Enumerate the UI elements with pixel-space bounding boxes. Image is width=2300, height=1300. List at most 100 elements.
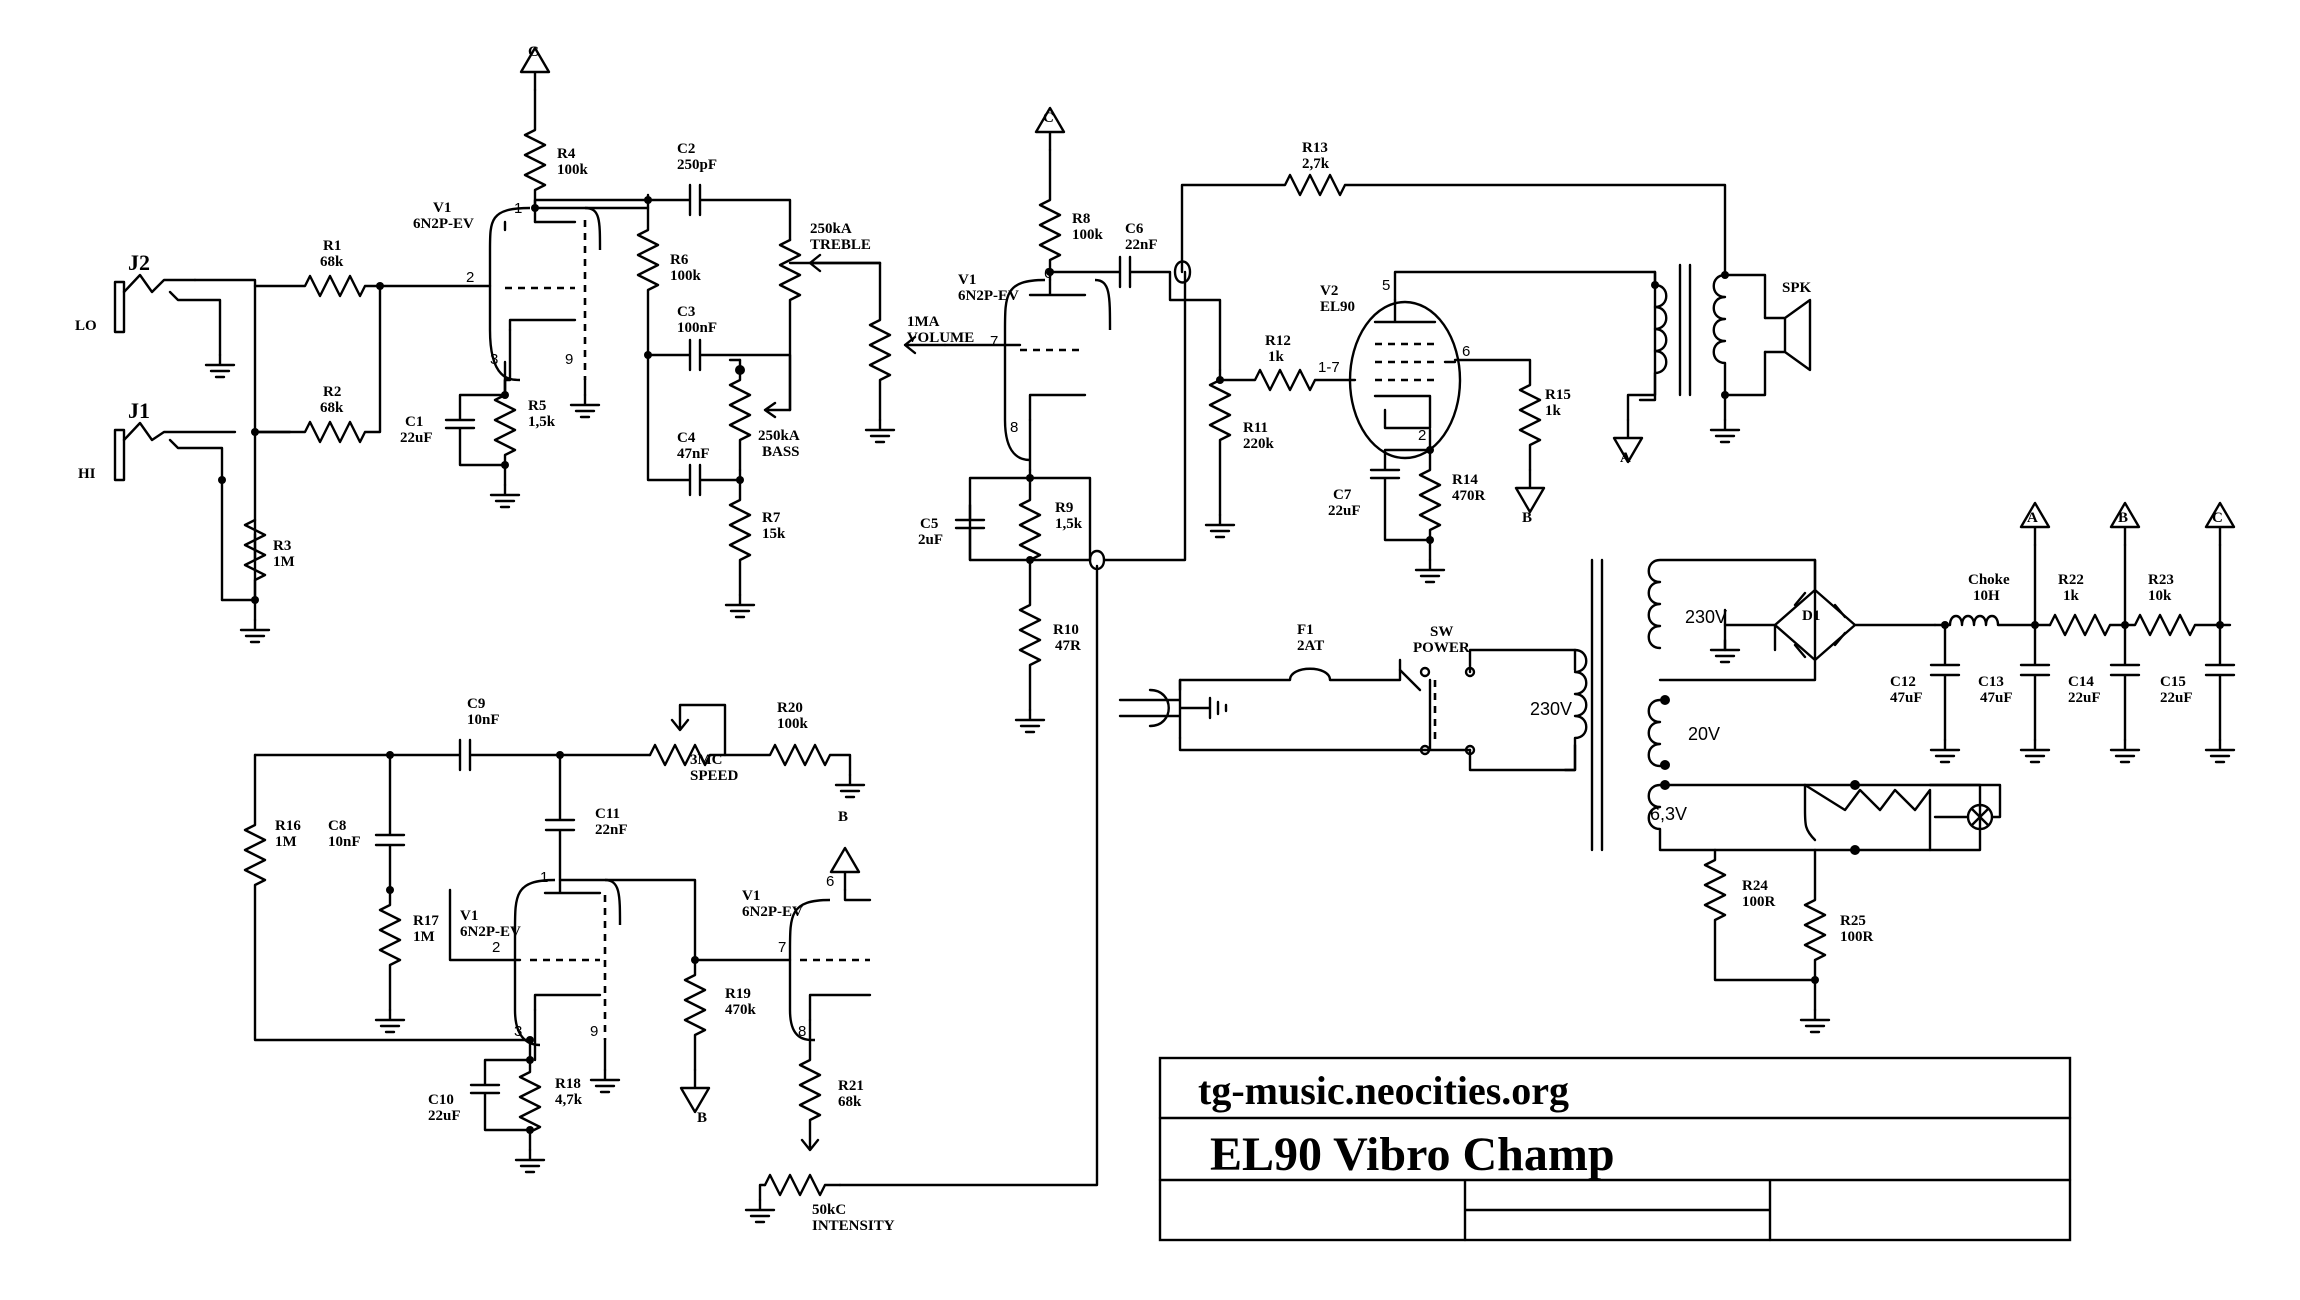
ground-icon <box>1709 638 1741 664</box>
component-label: 1,5k <box>528 414 556 430</box>
pin-label: 7 <box>778 939 786 956</box>
rail-b-icon <box>829 846 861 892</box>
component-label: 1M <box>413 929 435 945</box>
rail-label: B <box>838 809 848 825</box>
pin-label: 2 <box>466 269 474 286</box>
component-label: R2 <box>323 384 341 400</box>
component-label: 22uF <box>2160 690 2193 706</box>
component-label: R5 <box>528 398 546 414</box>
pin-label: 6 <box>1462 343 1470 360</box>
component-label: 6N2P-EV <box>742 904 803 920</box>
component-label: C9 <box>467 696 485 712</box>
ground-icon <box>514 1148 546 1174</box>
pin-label: 1 <box>540 869 548 886</box>
rail-label: A <box>1620 450 1631 466</box>
component-label: 1k <box>1545 403 1562 419</box>
labels: J2 J1 LO HI R1 68k R2 68k R3 1M R4 100k … <box>75 44 2223 1234</box>
jack-label: HI <box>78 466 96 482</box>
component-label: F1 <box>1297 622 1314 638</box>
component-label: R18 <box>555 1076 581 1092</box>
ground-icon <box>204 353 236 379</box>
component-label: POWER <box>1413 640 1470 656</box>
component-label: C1 <box>405 414 423 430</box>
rail-label: C <box>2212 510 2223 526</box>
title-block: tg-music.neocities.org EL90 Vibro Champ <box>1158 1056 2072 1242</box>
pin-label: 3 <box>514 1023 522 1040</box>
component-label: C13 <box>1978 674 2004 690</box>
rail-label: B <box>1522 510 1532 526</box>
component-label: 1M <box>273 554 295 570</box>
component-label: 68k <box>320 400 344 416</box>
component-label: 10H <box>1973 588 2000 604</box>
ground-icon <box>1799 1008 1831 1034</box>
component-label: 6N2P-EV <box>460 924 521 940</box>
component-label: 10nF <box>467 712 500 728</box>
rail-b-icon <box>679 1068 711 1114</box>
component-label: 1k <box>2063 588 2080 604</box>
component-label: 22nF <box>1125 237 1158 253</box>
component-label: 47R <box>1055 638 1081 654</box>
component-label: V2 <box>1320 283 1338 299</box>
ground-icon <box>864 418 896 444</box>
pin-label: 1 <box>514 200 522 217</box>
component-label: C6 <box>1125 221 1144 237</box>
rail-label: A <box>2027 510 2038 526</box>
site-url: tg-music.neocities.org <box>1198 1068 1569 1113</box>
pin-label: 3 <box>490 351 498 368</box>
component-label: 470R <box>1452 488 1486 504</box>
component-label: 47uF <box>1890 690 1923 706</box>
pin-label: 9 <box>590 1023 598 1040</box>
component-label: R25 <box>1840 913 1866 929</box>
component-label: 250kA <box>810 221 852 237</box>
ground-icon <box>2204 738 2236 764</box>
rail-label: C <box>1043 110 1054 126</box>
component-label: 100k <box>557 162 589 178</box>
voltage-label: 20V <box>1688 724 1720 744</box>
component-label: 22uF <box>400 430 433 446</box>
component-label: SPK <box>1782 280 1812 296</box>
component-label: R10 <box>1053 622 1079 638</box>
component-label: 22uF <box>428 1108 461 1124</box>
component-label: 250pF <box>677 157 717 173</box>
component-label: C5 <box>920 516 938 532</box>
rail-label: C <box>528 44 539 60</box>
ground-icon <box>589 1068 621 1094</box>
component-label: 10nF <box>328 834 361 850</box>
component-label: C14 <box>2068 674 2094 690</box>
component-label: 47nF <box>677 446 710 462</box>
component-label: 10k <box>2148 588 2172 604</box>
component-label: R9 <box>1055 500 1073 516</box>
jack-j1 <box>113 421 237 602</box>
rail-label: B <box>2118 510 2128 526</box>
component-label: 470k <box>725 1002 757 1018</box>
ground-icon <box>1204 513 1236 539</box>
ground-icon <box>834 773 866 799</box>
pin-label: 2 <box>492 939 500 956</box>
pin-label: 7 <box>990 333 998 350</box>
component-label: R20 <box>777 700 803 716</box>
pin-label: 6 <box>826 873 834 890</box>
component-label: R12 <box>1265 333 1291 349</box>
rail-label: B <box>697 1110 707 1126</box>
ground-icon <box>724 593 756 619</box>
component-label: R23 <box>2148 572 2174 588</box>
component-label: 100nF <box>677 320 717 336</box>
voltage-label: 230V <box>1530 699 1572 719</box>
component-label: 250kA <box>758 428 800 444</box>
component-label: 1,5k <box>1055 516 1083 532</box>
jack-label: LO <box>75 318 97 334</box>
component-label: C10 <box>428 1092 454 1108</box>
ground-icon <box>569 393 601 419</box>
component-label: 1M <box>275 834 297 850</box>
component-label: R7 <box>762 510 781 526</box>
component-label: V1 <box>742 888 760 904</box>
component-label: 2AT <box>1297 638 1324 654</box>
component-label: 1MA <box>907 314 940 330</box>
component-label: C8 <box>328 818 346 834</box>
ground-icon <box>1414 558 1446 584</box>
component-label: R16 <box>275 818 301 834</box>
jack-label: J2 <box>128 250 150 275</box>
ground-icon <box>1709 418 1741 444</box>
jack-label: J1 <box>128 398 150 423</box>
